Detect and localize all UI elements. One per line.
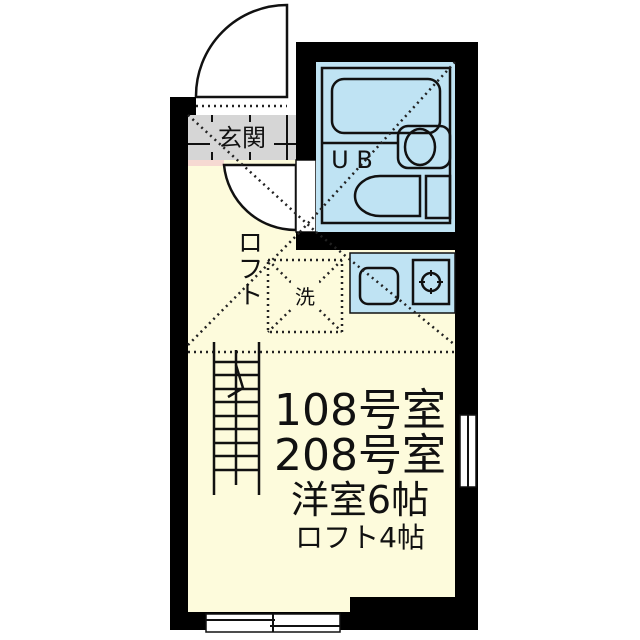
wall-entrance-top-left xyxy=(170,97,196,115)
washer-space xyxy=(266,258,344,334)
wall-bottom-right xyxy=(350,597,455,612)
entrance-label: 玄関 xyxy=(218,124,266,152)
loft-ladder[interactable] xyxy=(212,342,261,495)
interior-door[interactable] xyxy=(222,163,298,232)
wall-left xyxy=(170,97,188,630)
ub-diag xyxy=(299,61,456,233)
unit-bath xyxy=(316,62,455,232)
loft-diag xyxy=(187,114,317,233)
step-edge xyxy=(188,160,224,166)
door-jamb xyxy=(295,159,317,233)
basin-bowl xyxy=(403,127,437,167)
washer-label-bg xyxy=(291,281,319,309)
wall-ub-bottom xyxy=(296,232,455,250)
front-door[interactable] xyxy=(194,3,289,99)
window-bottom xyxy=(205,613,341,633)
toilet-icon xyxy=(353,174,422,218)
wall-ub-left xyxy=(296,42,316,115)
washer-label: 洗 xyxy=(295,285,315,309)
washbasin-icon xyxy=(396,124,452,170)
unit-bath-label: U B xyxy=(331,146,373,174)
stove-icon xyxy=(411,258,451,306)
wall-right xyxy=(455,42,478,630)
main-room-size: 洋室6帖 xyxy=(291,478,429,522)
loft-diag xyxy=(187,231,301,346)
wall-top-ub xyxy=(296,42,478,62)
entrance-label-bg xyxy=(210,122,274,152)
unit-number-1: 108号室 xyxy=(274,385,446,436)
toilet-tank xyxy=(424,174,452,220)
window-right xyxy=(459,414,477,488)
unit-number-2: 208号室 xyxy=(274,430,446,481)
burner-marks xyxy=(419,270,443,294)
wall-ub-left-lower xyxy=(296,115,316,160)
bathtub-icon xyxy=(330,77,442,135)
loft-size: ロフト4帖 xyxy=(295,521,425,554)
sink-icon xyxy=(358,266,400,306)
